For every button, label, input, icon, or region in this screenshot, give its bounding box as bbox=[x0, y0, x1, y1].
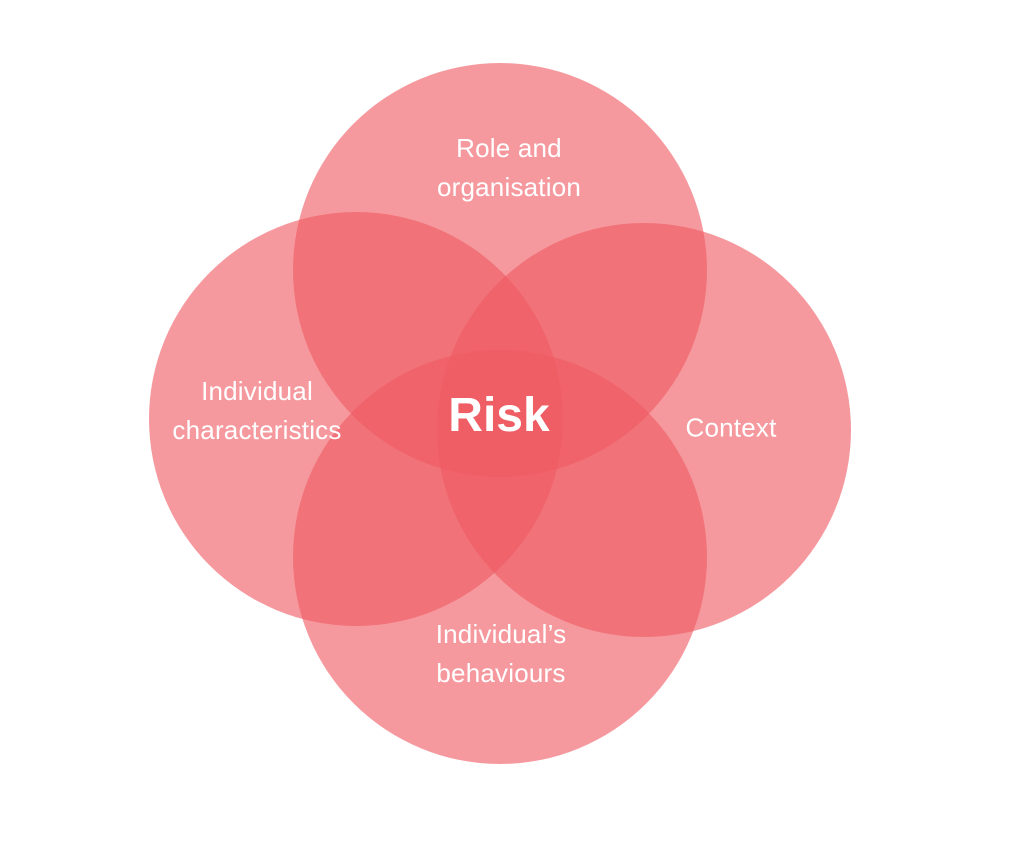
label-individual-characteristics: Individual characteristics bbox=[172, 372, 341, 450]
label-context-line-1: Context bbox=[685, 412, 777, 443]
label-characteristics-line-2: characteristics bbox=[172, 415, 342, 445]
label-behaviours-line-2: behaviours bbox=[436, 658, 566, 688]
circle-individuals-behaviours bbox=[293, 350, 707, 764]
label-role-line-1: Role and bbox=[456, 133, 562, 163]
label-individuals-behaviours: Individual’s behaviours bbox=[436, 615, 567, 693]
label-behaviours-line-1: Individual’s bbox=[435, 619, 567, 649]
label-role-and-organisation: Role and organisation bbox=[437, 129, 581, 207]
label-role-line-2: organisation bbox=[436, 172, 582, 202]
label-context: Context bbox=[685, 409, 776, 448]
center-label-risk: Risk bbox=[448, 389, 550, 442]
label-characteristics-line-1: Individual bbox=[201, 376, 313, 406]
